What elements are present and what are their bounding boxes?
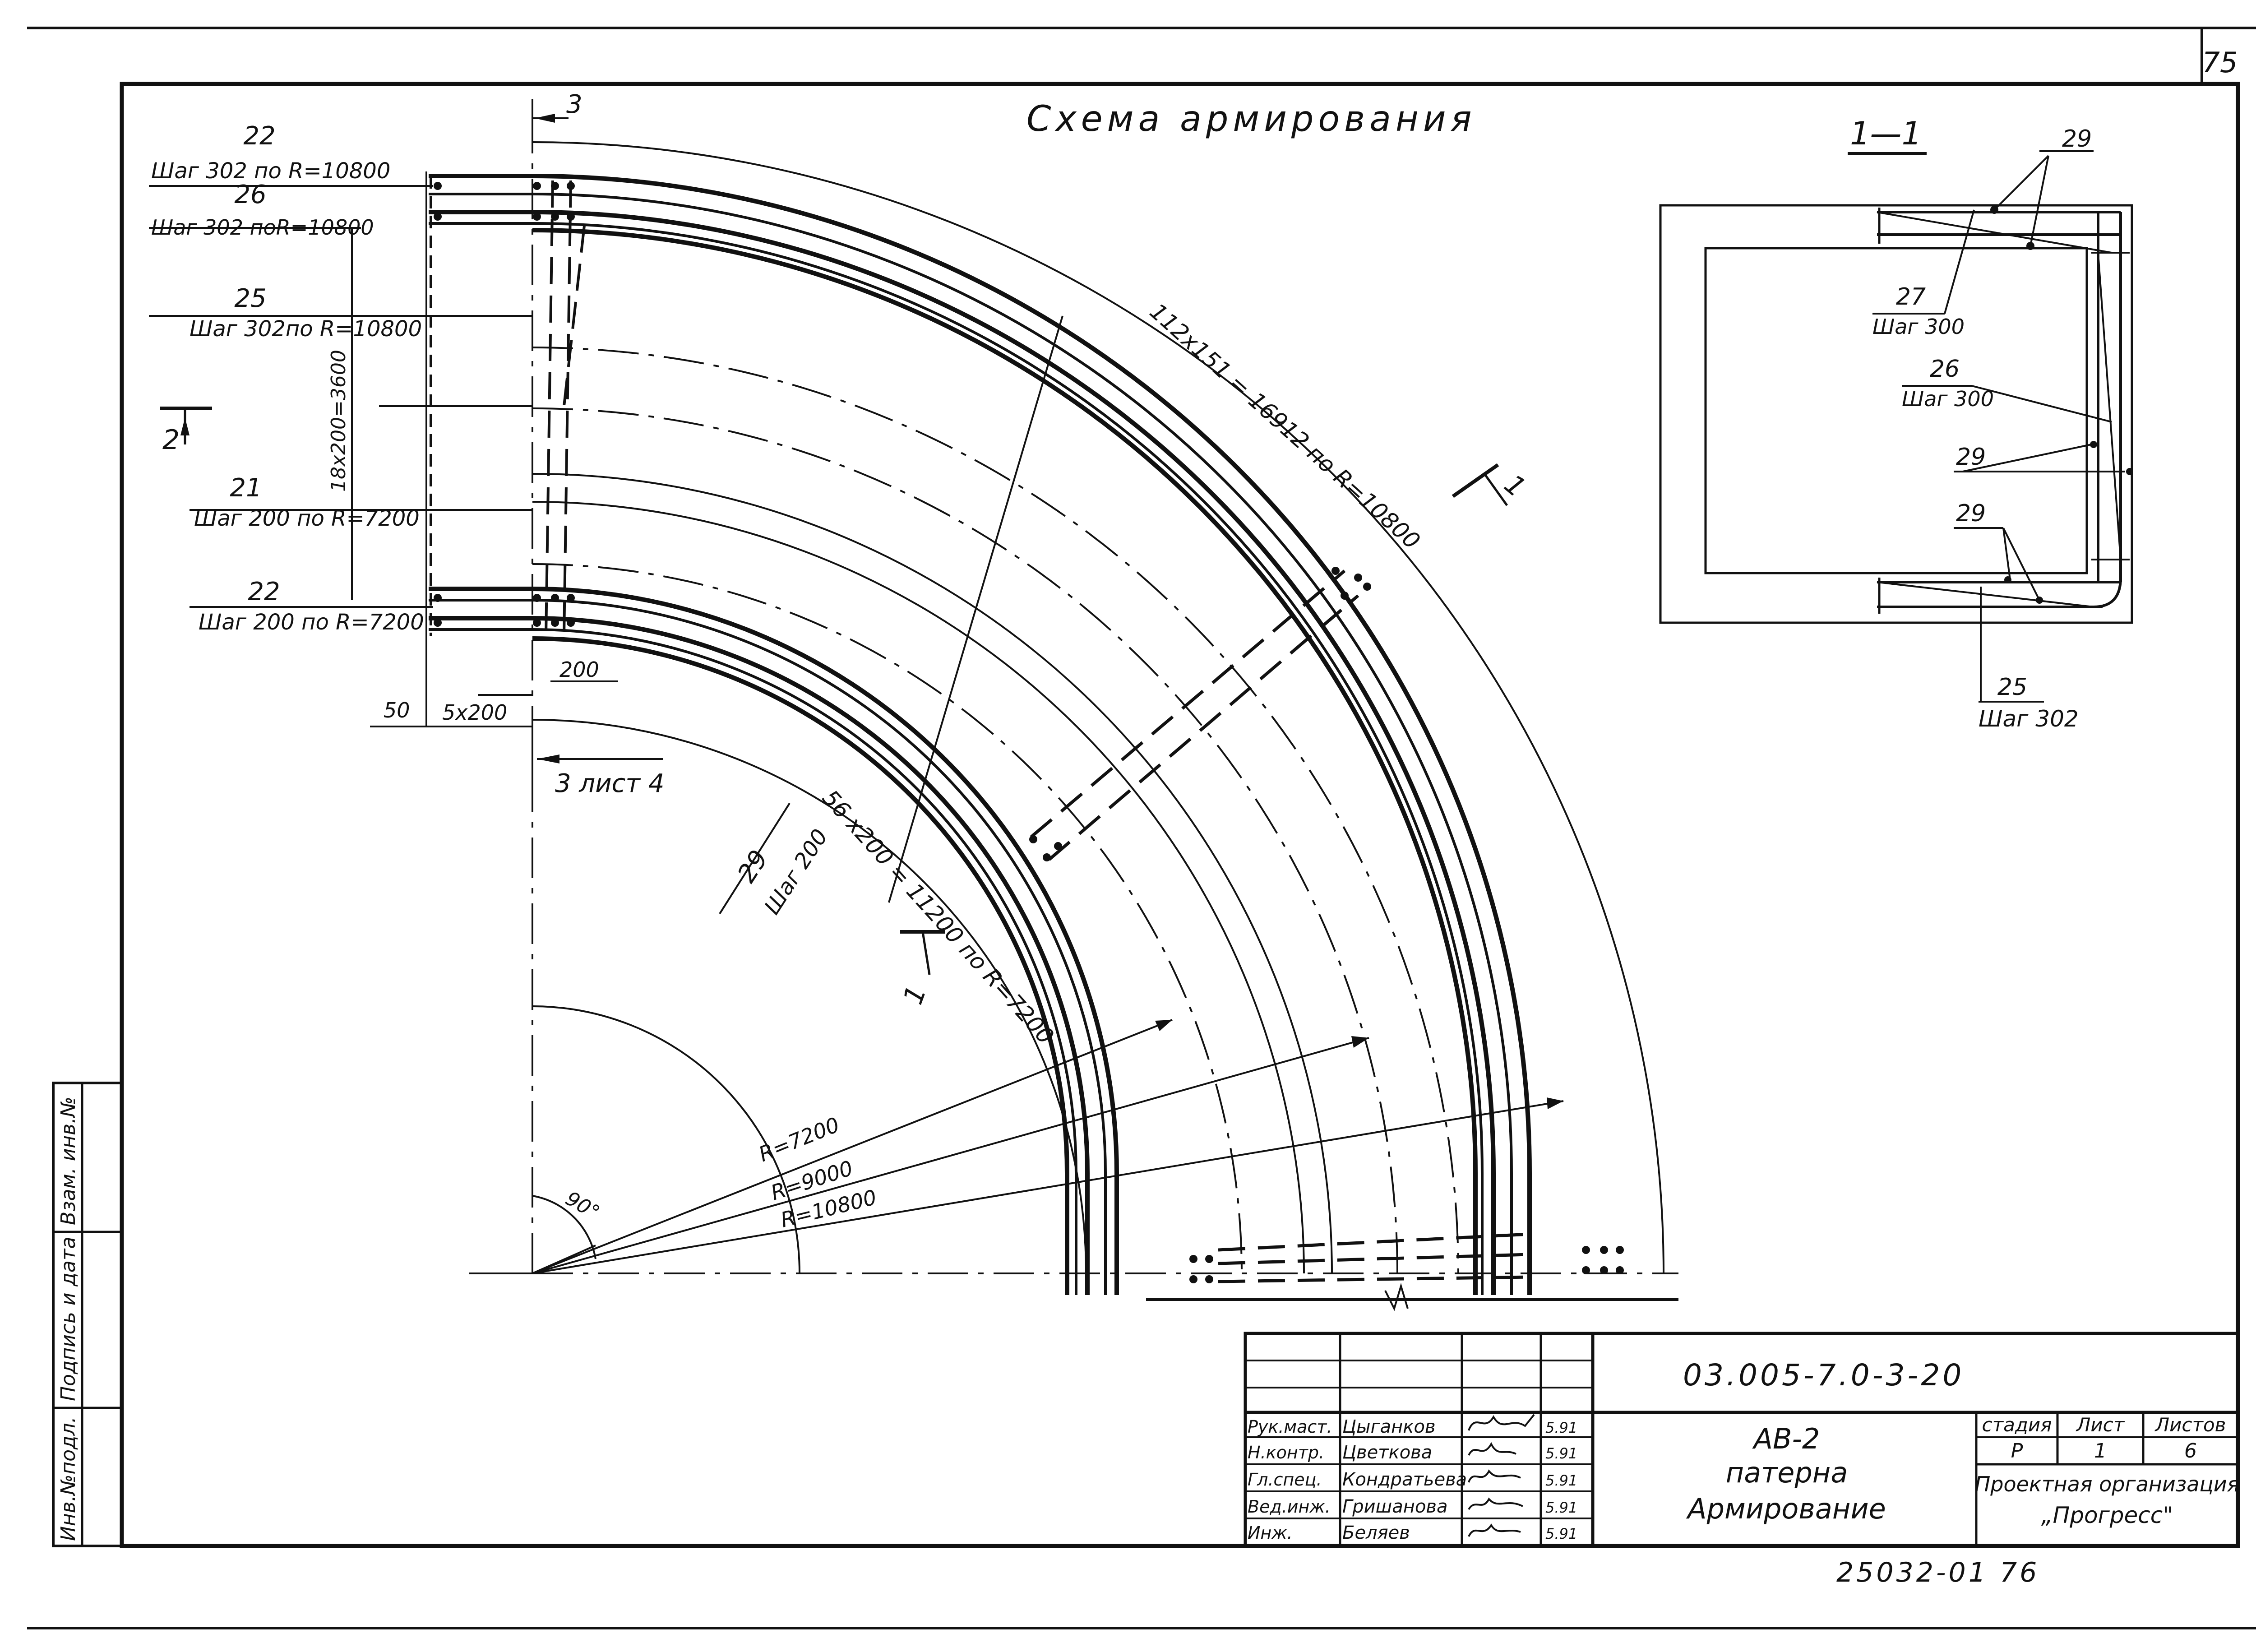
inner-bar-5 bbox=[532, 636, 1069, 1295]
drawing-title: Схема армирования bbox=[1026, 99, 1476, 139]
callout-21-step: Шаг 200 по R=7200 bbox=[194, 506, 420, 531]
section-1-1 bbox=[1659, 150, 2133, 703]
callout-25: 25 bbox=[234, 284, 266, 313]
role-0: Рук.маст. bbox=[1248, 1417, 1332, 1437]
dim-vertical: 18x200=3600 bbox=[327, 350, 350, 492]
marker-3: 3 bbox=[566, 90, 582, 119]
callout-22-top: 22 bbox=[243, 121, 275, 151]
sheet-value: 1 bbox=[2094, 1439, 2107, 1462]
inner-bar-3 bbox=[532, 616, 1090, 1295]
section-callout-29-low: 29 bbox=[1956, 500, 1986, 527]
marker-1-inner: 1 bbox=[897, 981, 933, 1009]
name-2: Кондратьева bbox=[1342, 1469, 1467, 1490]
date-0: 5.91 bbox=[1545, 1419, 1577, 1436]
section-callout-27-step: Шаг 300 bbox=[1872, 315, 1965, 339]
section-callout-25-step: Шаг 302 bbox=[1979, 706, 2079, 732]
dim-200: 200 bbox=[559, 657, 599, 682]
callout-22-top-step: Шаг 302 по R=10800 bbox=[151, 158, 390, 184]
section-callout-25: 25 bbox=[1997, 674, 2027, 701]
stamp-podpis-label: Подпись и дата bbox=[57, 1237, 80, 1401]
outer-bar-1 bbox=[532, 174, 1532, 1295]
arc-plan bbox=[149, 99, 1678, 1311]
section-callout-29-top: 29 bbox=[2062, 125, 2092, 153]
inner-bar-2 bbox=[532, 599, 1107, 1295]
role-4: Инж. bbox=[1248, 1523, 1293, 1543]
outer-bar-3 bbox=[532, 210, 1496, 1295]
marker-2: 2 bbox=[162, 424, 180, 456]
stamp-vzam-label: Взам. инв.№ bbox=[57, 1097, 80, 1225]
section-label: 1—1 bbox=[1850, 115, 1922, 152]
date-4: 5.91 bbox=[1545, 1525, 1577, 1542]
callout-21: 21 bbox=[230, 473, 262, 503]
org-line-2: „Прогресс" bbox=[2041, 1502, 2173, 1528]
leader-29-step: Шаг 200 bbox=[759, 825, 833, 919]
title-block-name-1: АВ-2 bbox=[1752, 1422, 1820, 1455]
org-line-1: Проектная организация bbox=[1975, 1472, 2240, 1496]
sheet-header: Лист bbox=[2076, 1414, 2125, 1436]
title-block-name-2: патерна bbox=[1726, 1456, 1848, 1489]
outer-bar-5 bbox=[532, 228, 1478, 1295]
callout-26: 26 bbox=[234, 180, 266, 209]
marker-3-sheet4: 3 лист 4 bbox=[555, 769, 664, 798]
dim-r7200: R=7200 bbox=[755, 1112, 843, 1166]
title-block-code: 03.005-7.0-3-20 bbox=[1683, 1358, 1964, 1393]
name-3: Гришанова bbox=[1342, 1496, 1448, 1517]
title-block-name-3: Армирование bbox=[1686, 1492, 1886, 1525]
name-4: Беляев bbox=[1342, 1522, 1410, 1543]
section-callout-27: 27 bbox=[1896, 283, 1926, 310]
dim-5x200: 5x200 bbox=[442, 700, 507, 725]
callout-26-step: Шаг 302 поR=10800 bbox=[151, 215, 374, 240]
date-2: 5.91 bbox=[1545, 1472, 1577, 1489]
outer-bar-4 bbox=[532, 222, 1484, 1295]
role-3: Вед.инж. bbox=[1248, 1497, 1331, 1517]
role-1: Н.контр. bbox=[1248, 1443, 1324, 1462]
callout-22-bottom: 22 bbox=[248, 577, 280, 606]
callout-25-step: Шаг 302по R=10800 bbox=[190, 316, 422, 342]
stamp-inv-label: Инв.№подл. bbox=[57, 1416, 80, 1541]
side-stamp bbox=[52, 1082, 123, 1547]
sheet-frame bbox=[27, 27, 2256, 1629]
inner-bar-1 bbox=[532, 587, 1119, 1295]
dim-angle: 90° bbox=[562, 1187, 604, 1224]
sheet-number: 75 bbox=[2202, 46, 2238, 79]
outer-bar-2 bbox=[532, 193, 1513, 1295]
bottom-code: 25032-01 76 bbox=[1836, 1557, 2039, 1588]
callout-22-bottom-step: Шаг 200 по R=7200 bbox=[199, 610, 424, 635]
sheets-value: 6 bbox=[2184, 1439, 2197, 1462]
date-1: 5.91 bbox=[1545, 1445, 1577, 1462]
stage-value: Р bbox=[2011, 1439, 2023, 1462]
dim-50: 50 bbox=[384, 698, 410, 722]
section-callout-26-step: Шаг 300 bbox=[1902, 387, 1994, 411]
sheets-header: Листов bbox=[2154, 1414, 2226, 1436]
name-0: Цыганков bbox=[1342, 1416, 1436, 1437]
section-callout-29-mid: 29 bbox=[1956, 444, 1986, 471]
role-2: Гл.спец. bbox=[1248, 1470, 1322, 1490]
leader-29-number: 29 bbox=[732, 845, 774, 888]
stage-header: стадия bbox=[1982, 1414, 2052, 1436]
name-1: Цветкова bbox=[1342, 1442, 1432, 1463]
section-callout-26: 26 bbox=[1930, 356, 1960, 383]
title-block bbox=[1244, 1332, 2240, 1547]
date-3: 5.91 bbox=[1545, 1499, 1577, 1516]
